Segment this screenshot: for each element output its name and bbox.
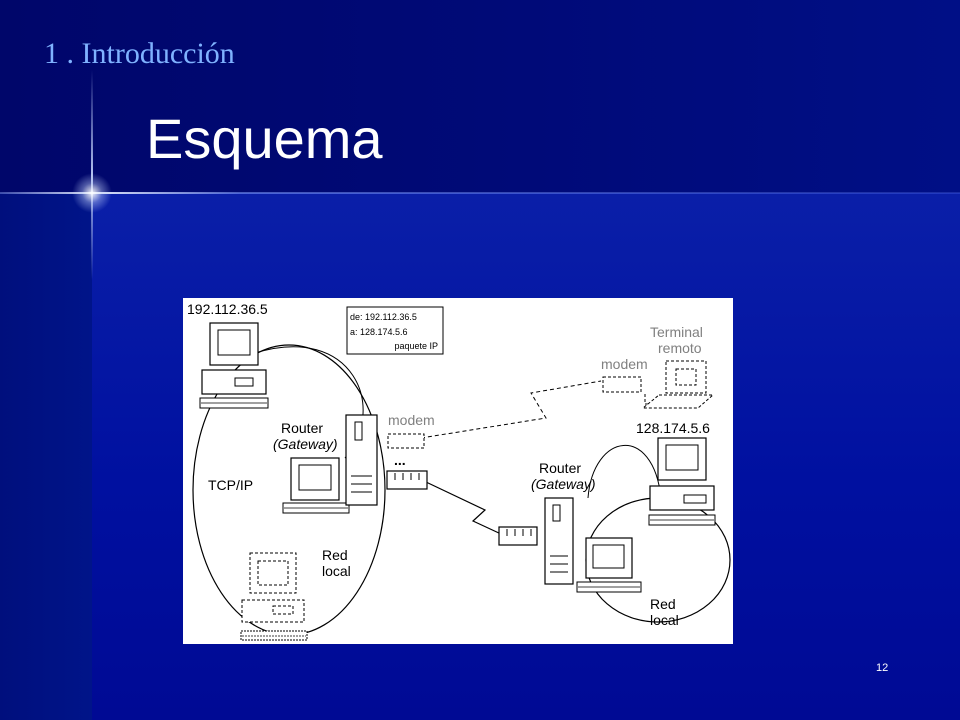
host-left-computer [199, 322, 269, 409]
modem-right-label: modem [601, 356, 648, 372]
header-band [0, 0, 960, 193]
protocol-label: TCP/IP [208, 477, 253, 493]
lan-left-dashed-host [240, 552, 308, 641]
ellipsis-label: ... [394, 452, 406, 468]
terminal-label-line2: remoto [658, 340, 702, 356]
sparkle-icon [72, 173, 112, 213]
lan-right-label-line2: local [650, 612, 679, 628]
router-left-computer [282, 414, 378, 514]
host-right-computer [648, 437, 716, 526]
line-adapter-left-icon [386, 470, 428, 490]
remote-terminal-icon [641, 360, 715, 409]
packet-label: paquete IP [394, 341, 438, 351]
modem-left-label: modem [388, 412, 435, 428]
terminal-label-line1: Terminal [650, 324, 703, 340]
modem-right-icon [602, 376, 642, 393]
dialup-line [420, 380, 602, 439]
packet-from: de: 192.112.36.5 [350, 312, 417, 322]
router-right-label: Router [539, 460, 581, 476]
router-left-label: Router [281, 420, 323, 436]
section-title: 1 . Introducción [44, 37, 235, 70]
lan-left-label-line1: Red [322, 547, 348, 563]
router-left-sublabel: (Gateway) [273, 436, 338, 452]
lan-left-label-line2: local [322, 563, 351, 579]
terminal-link-line [644, 394, 659, 405]
line-adapter-right-icon [498, 526, 538, 546]
modem-left-icon [387, 433, 425, 449]
slide-number: 12 [876, 662, 889, 674]
left-strip [0, 193, 92, 720]
router-right-link [587, 444, 662, 499]
network-diagram: 192.112.36.5 de: 192.112.36.5 a: 128.174… [183, 298, 733, 644]
slide-title: Esquema [146, 107, 383, 170]
packet-box [346, 306, 444, 355]
host-right-ip: 128.174.5.6 [636, 420, 710, 436]
router-right-sublabel: (Gateway) [531, 476, 596, 492]
leased-line [425, 481, 502, 535]
lan-right-label-line1: Red [650, 596, 676, 612]
host-left-ip: 192.112.36.5 [187, 301, 268, 317]
packet-to: a: 128.174.5.6 [350, 327, 408, 337]
router-right-computer [544, 497, 642, 593]
decorative-horizontal-line [0, 192, 960, 194]
